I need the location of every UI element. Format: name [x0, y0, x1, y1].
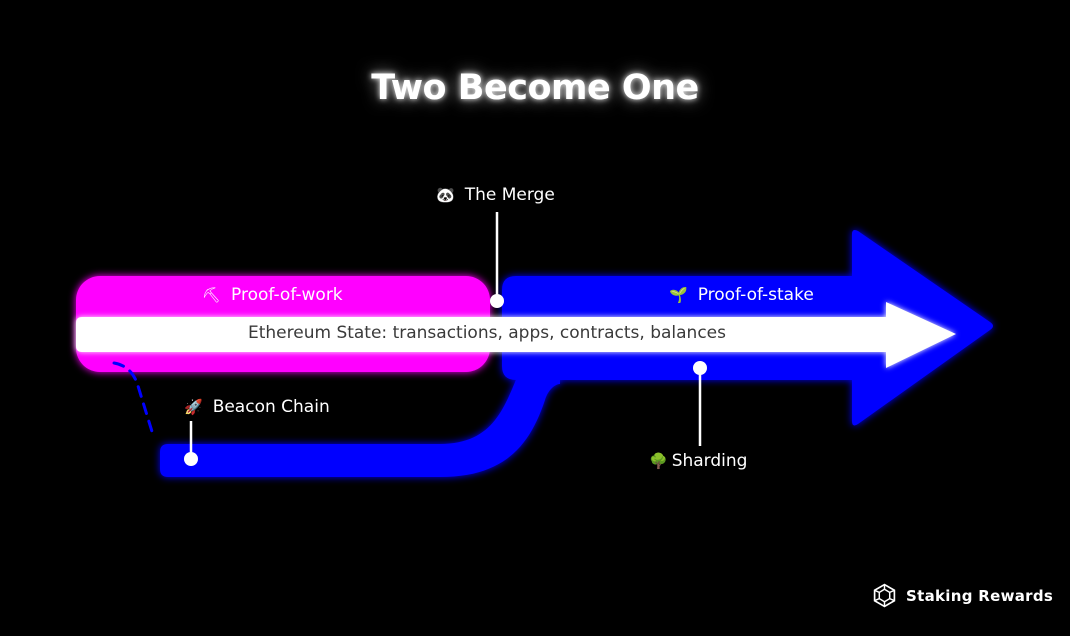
dashed-connector	[112, 361, 156, 440]
proof-of-work-text: Proof-of-work	[231, 285, 343, 305]
beacon-chain-label: 🚀 Beacon Chain	[184, 397, 330, 417]
ethereum-state-arrow	[76, 302, 956, 368]
beacon-marker-dot	[184, 452, 198, 466]
seedling-icon: 🌱	[669, 285, 688, 304]
the-merge-text: The Merge	[464, 185, 555, 205]
sharding-marker-dot	[693, 361, 707, 375]
brand-name: Staking Rewards	[906, 586, 1054, 605]
sharding-label: 🌳 Sharding	[649, 451, 747, 471]
proof-of-stake-label: 🌱 Proof-of-stake	[669, 285, 814, 305]
rocket-icon: 🚀	[184, 397, 203, 416]
staking-rewards-logo-icon	[873, 583, 896, 608]
pickaxe-icon: ⛏	[202, 285, 222, 304]
merge-marker-dot	[490, 294, 504, 308]
brand-logo: Staking Rewards	[872, 583, 1053, 608]
panda-icon: 🐼	[436, 185, 455, 204]
the-merge-label: 🐼 The Merge	[436, 185, 555, 205]
ethereum-state-text: Ethereum State: transactions, apps, cont…	[247, 323, 726, 343]
beacon-chain-text: Beacon Chain	[212, 397, 330, 417]
diagram-title: Two Become One	[371, 68, 699, 108]
tree-icon: 🌳	[649, 451, 668, 470]
proof-of-work-label: ⛏ Proof-of-work	[202, 285, 343, 305]
proof-of-stake-text: Proof-of-stake	[697, 285, 814, 305]
beacon-chain-track	[160, 352, 560, 477]
sharding-text: Sharding	[671, 451, 748, 471]
